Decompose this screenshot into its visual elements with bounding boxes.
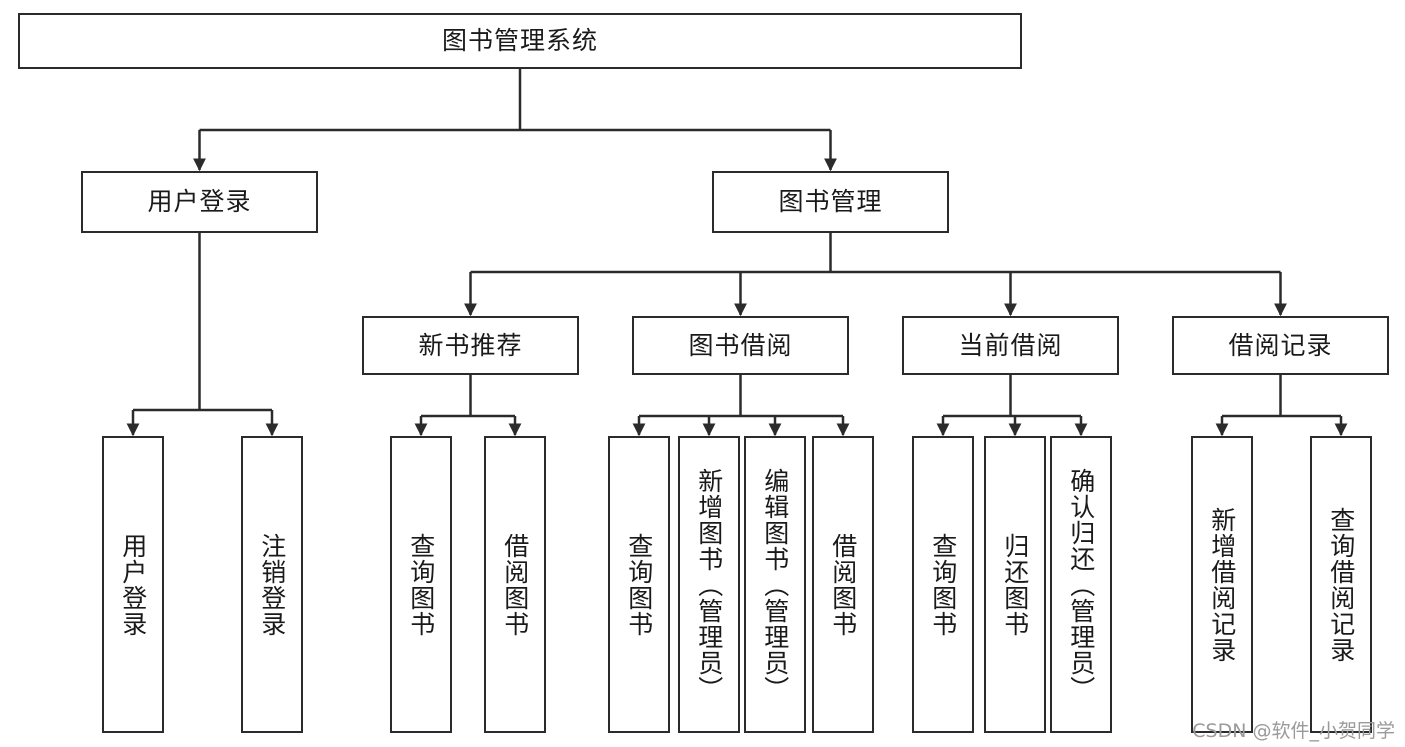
leaf-node-11: 新增借阅记录 [1191, 436, 1253, 733]
node-label: 用户登录 [147, 187, 252, 216]
leaf-node-1: 注销登录 [241, 436, 303, 733]
node-label: 查询图书 [406, 532, 436, 637]
leaf-node-6: 编辑图书（管理员） [744, 436, 806, 733]
node-label: 归还图书 [1000, 532, 1030, 637]
leaf-node-12: 查询借阅记录 [1310, 436, 1372, 733]
leaf-node-2: 查询图书 [390, 436, 452, 733]
level3-node-0: 新书推荐 [362, 316, 579, 375]
node-label: 确认归还（管理员） [1066, 467, 1096, 702]
level3-node-2: 当前借阅 [902, 316, 1119, 375]
node-label: 新书推荐 [418, 330, 523, 360]
leaf-node-4: 查询图书 [608, 436, 670, 733]
leaf-node-9: 归还图书 [984, 436, 1046, 733]
leaf-node-8: 查询图书 [912, 436, 974, 733]
node-label: 查询图书 [624, 532, 654, 637]
node-label: 图书管理系统 [441, 26, 598, 55]
node-label: 新增图书（管理员） [694, 467, 724, 702]
leaf-node-0: 用户登录 [102, 436, 164, 733]
node-label: 新增借阅记录 [1207, 506, 1237, 663]
node-label: 查询图书 [928, 532, 958, 637]
node-label: 图书借阅 [688, 330, 793, 360]
node-label: 借阅记录 [1228, 330, 1333, 360]
watermark-text: CSDN @软件_小贺同学 [1192, 720, 1395, 742]
leaf-node-7: 借阅图书 [812, 436, 874, 733]
level3-node-1: 图书借阅 [632, 316, 849, 375]
level3-node-3: 借阅记录 [1172, 316, 1389, 375]
node-label: 图书管理 [778, 187, 883, 216]
node-label: 编辑图书（管理员） [760, 467, 790, 702]
node-label: 查询借阅记录 [1326, 506, 1356, 663]
root-node-0: 图书管理系统 [18, 13, 1022, 69]
node-label: 借阅图书 [500, 532, 530, 637]
leaf-node-10: 确认归还（管理员） [1050, 436, 1112, 733]
level2-node-1: 图书管理 [712, 171, 949, 233]
node-label: 借阅图书 [828, 532, 858, 637]
node-label: 当前借阅 [958, 330, 1063, 360]
leaf-node-5: 新增图书（管理员） [678, 436, 740, 733]
node-label: 用户登录 [118, 532, 148, 637]
level2-node-0: 用户登录 [81, 171, 318, 233]
leaf-node-3: 借阅图书 [484, 436, 546, 733]
node-label: 注销登录 [257, 532, 287, 637]
